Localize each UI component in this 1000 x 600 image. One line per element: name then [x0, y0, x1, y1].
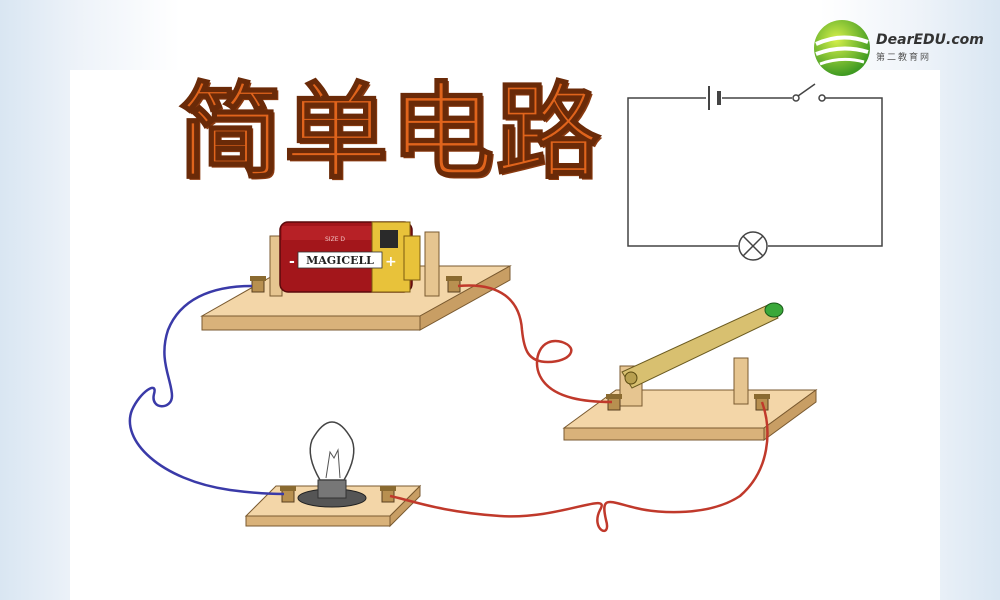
slide-title: 简单电路 [177, 71, 603, 193]
battery-clip-right [424, 231, 440, 297]
battery-terminal-right [446, 276, 462, 293]
globe-logo-icon [814, 20, 870, 76]
circuit-schematic-icon [627, 83, 883, 261]
knife-switch-icon [619, 302, 784, 407]
bulb-terminal-right [380, 486, 396, 503]
slide-panel [70, 70, 940, 600]
battery-terminal-left [250, 276, 266, 293]
wire-red-top [457, 284, 613, 404]
logo-name: DearEDU.com [876, 32, 984, 48]
wire-red-bottom [389, 401, 769, 532]
logo-subtitle: 第二教育网 [876, 53, 932, 63]
switch-board [562, 389, 818, 441]
battery-minus: - [289, 254, 295, 270]
battery-small-text: SIZE D [325, 236, 345, 243]
wire-blue [128, 284, 285, 496]
battery-plus: + [385, 254, 397, 270]
battery-label: MAGICELL [306, 254, 374, 267]
battery-icon: MAGICELL - + SIZE D [279, 221, 421, 293]
site-logo: DearEDU.com 第二教育网 [812, 18, 992, 78]
light-bulb-icon [297, 421, 367, 508]
bulb-terminal-left [280, 486, 296, 503]
